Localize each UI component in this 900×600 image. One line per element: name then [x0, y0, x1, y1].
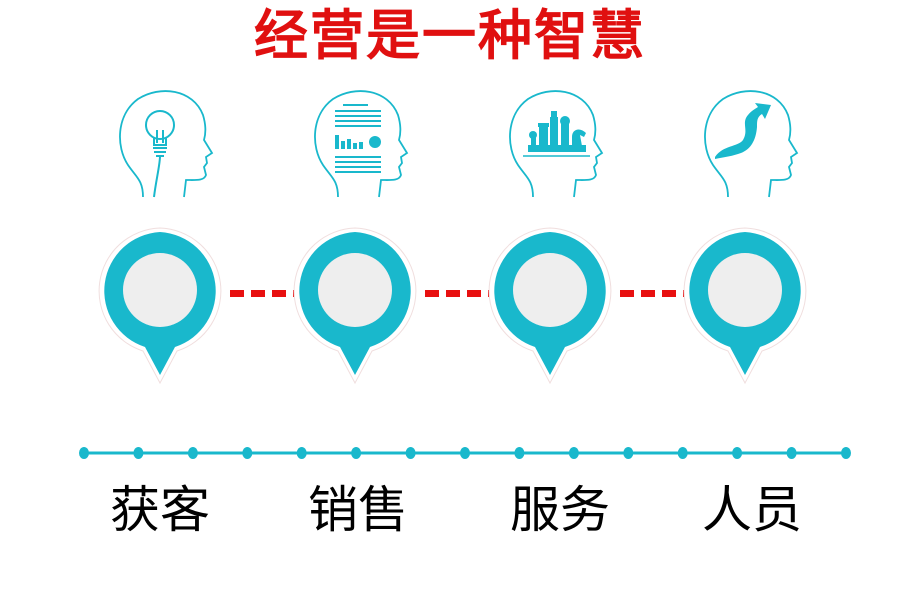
connector-dashed-line [230, 290, 294, 297]
location-pin-icon [98, 227, 222, 385]
location-pin-icon [488, 227, 612, 385]
connector-dashed-line [620, 290, 684, 297]
step-label-personnel: 人员 [702, 481, 802, 539]
page-title: 经营是一种智慧 [254, 3, 646, 67]
head-report-document-icon [314, 90, 409, 198]
head-rising-arrow-icon [704, 90, 799, 198]
location-pin-icon [683, 227, 807, 385]
head-chess-pieces-icon [509, 90, 604, 198]
head-lightbulb-icon [119, 90, 214, 198]
connector-dashed-line [425, 290, 489, 297]
step-label-sales: 销售 [308, 481, 408, 539]
step-label-acquire-customers: 获客 [110, 481, 210, 539]
location-pin-icon [293, 227, 417, 385]
step-label-service: 服务 [510, 481, 610, 539]
dotted-timeline [79, 447, 851, 459]
